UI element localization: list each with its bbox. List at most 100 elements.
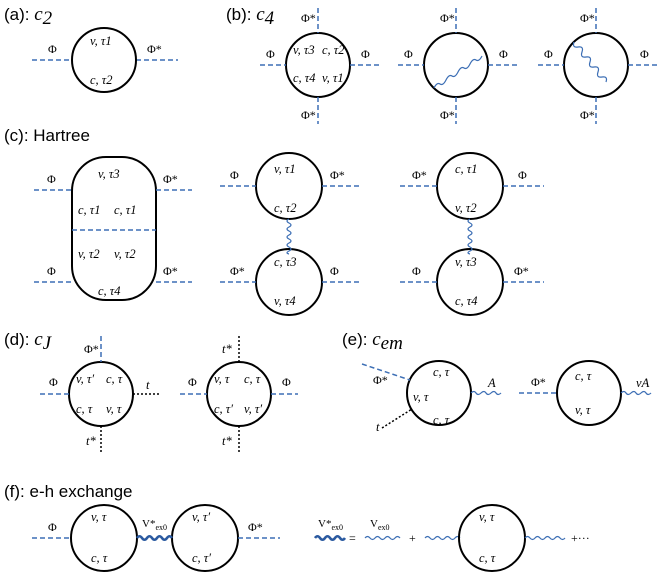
vertex-label: c, τ2	[274, 201, 297, 215]
diagram-b-c4-main: Φ* Φ* Φ Φ v, τ3 c, τ2 c, τ4 v, τ1	[260, 8, 380, 124]
vertex-label: c, τ	[433, 413, 450, 427]
A-label: A	[487, 376, 496, 390]
interaction-wavy-line	[286, 218, 292, 255]
diagram-b-c4-exchange-2: Φ* Φ* Φ Φ	[538, 8, 658, 124]
photon-wavy-line	[470, 390, 502, 396]
phi-label: Φ	[361, 47, 370, 61]
interaction-wavy-line	[467, 218, 473, 255]
vertex-label: c, τ′	[214, 402, 233, 416]
phistar-label: Φ*	[373, 373, 388, 387]
loop-stadium	[71, 156, 157, 301]
vA-label: vA	[636, 376, 650, 390]
loop-circle	[423, 32, 489, 98]
tstar-label: t*	[86, 434, 96, 448]
phistar-label: Φ*	[580, 108, 595, 122]
vertex-label: v, τ′	[192, 510, 210, 524]
vertex-label: c, τ4	[455, 294, 478, 308]
vertex-label: v, τ	[413, 390, 429, 404]
vex0star-label: V*ex0	[318, 518, 343, 532]
panel-d-title: (d): cJ	[4, 329, 53, 354]
phistar-label: Φ*	[440, 11, 455, 25]
vertex-label: c, τ′	[192, 551, 211, 565]
vertex-label: v, τ′	[244, 402, 262, 416]
vertex-label: c, τ	[575, 369, 592, 383]
vertex-label: v, τ	[106, 402, 122, 416]
diagram-d-cj-1: Φ* Φ t t* v, τ′ c, τ c, τ v, τ	[40, 336, 160, 452]
phi-label: Φ	[230, 168, 239, 182]
diagram-c-hartree-bubbles-1: Φ Φ* Φ* Φ v, τ1 c, τ2 c, τ3 v, τ4	[220, 152, 360, 316]
bare-interaction-wavy-left	[424, 535, 461, 541]
vertex-label: c, τ	[244, 372, 261, 386]
panel-c-title: (c): Hartree	[4, 126, 90, 145]
phistar-label: Φ*	[301, 11, 316, 25]
phistar-label: Φ*	[163, 172, 178, 186]
vertex-label: c, τ1	[455, 162, 478, 176]
phistar-label: Φ*	[412, 168, 427, 182]
bare-interaction-wavy-right	[524, 535, 566, 541]
t-leg	[381, 408, 413, 429]
loop-circle	[71, 27, 137, 93]
vertex-label: v, τ3	[455, 255, 477, 269]
vertex-label: v, τ	[214, 372, 230, 386]
vertex-label: v, τ2	[455, 201, 477, 215]
diagram-c-hartree-bubbles-2: Φ* Φ Φ Φ* c, τ1 v, τ2 v, τ3 c, τ4	[400, 152, 544, 316]
vertex-label: c, τ	[433, 365, 450, 379]
vertex-label: v, τ′	[76, 372, 94, 386]
phi-label: Φ	[544, 47, 553, 61]
phistar-label: Φ*	[580, 11, 595, 25]
dressed-interaction-thick-wavy	[313, 534, 347, 542]
vex0star-label: V*ex0	[142, 518, 167, 532]
phi-label: Φ	[47, 172, 56, 186]
exchange-thick-wavy-line	[135, 534, 174, 542]
vertex-label: v, τ1	[274, 162, 296, 176]
vertex-label: v, τ3	[98, 167, 120, 181]
phi-label: Φ	[282, 375, 291, 389]
phistar-leg	[361, 363, 411, 381]
phistar-label: Φ*	[330, 168, 345, 182]
panel-e-title: (e): cem	[342, 329, 403, 354]
phi-label: Φ	[499, 47, 508, 61]
photon-wavy-line	[620, 390, 652, 396]
vertex-label: c, τ	[479, 551, 496, 565]
vex0-label: Vex0	[370, 518, 390, 532]
phi-label: Φ	[48, 520, 57, 534]
vertex-label: v, τ3	[293, 43, 315, 57]
vertex-label: c, τ	[106, 372, 123, 386]
phi-label: Φ	[48, 42, 57, 56]
panel-b-title: (b): c4	[226, 4, 275, 29]
vertex-label: c, τ4	[98, 284, 121, 298]
vertex-label: c, τ1	[114, 203, 137, 217]
phistar-label: Φ*	[147, 42, 162, 56]
plus-dots: +···	[571, 531, 590, 545]
diagram-f-dyson-equation: V*ex0 = Vex0 + v, τ c, τ +···	[313, 504, 590, 572]
phistar-label: Φ*	[230, 264, 245, 278]
diagram-d-cj-2: t* t* Φ Φ v, τ c, τ c, τ′ v, τ′	[180, 336, 298, 452]
phistar-label: Φ*	[440, 108, 455, 122]
interaction-wavy-line	[433, 55, 483, 89]
phistar-label: Φ*	[163, 264, 178, 278]
phistar-label: Φ*	[84, 342, 99, 356]
vertex-label: v, τ	[575, 403, 591, 417]
vertex-label: v, τ2	[78, 247, 100, 261]
vertex-label: c, τ	[91, 551, 108, 565]
phistar-label: Φ*	[248, 520, 263, 534]
vertex-label: c, τ2	[90, 73, 113, 87]
phistar-label: Φ*	[514, 264, 529, 278]
tstar-label: t*	[222, 342, 232, 356]
vertex-label: v, τ	[91, 510, 107, 524]
phi-label: Φ	[330, 264, 339, 278]
diagram-e-cem-1: Φ* t A c, τ v, τ c, τ	[361, 360, 502, 434]
vertex-label: v, τ1	[90, 34, 112, 48]
diagram-c-hartree-stadium: Φ Φ* Φ Φ* v, τ3 c, τ1 c, τ1 v, τ2 v, τ2 …	[34, 156, 192, 301]
vertex-label: v, τ1	[322, 71, 344, 85]
vertex-label: v, τ2	[114, 247, 136, 261]
phi-label: Φ	[188, 375, 197, 389]
vertex-label: v, τ	[479, 510, 495, 524]
phi-label: Φ	[640, 47, 649, 61]
t-label: t	[146, 378, 150, 392]
phi-label: Φ	[404, 47, 413, 61]
panel-f-title: (f): e-h exchange	[4, 482, 133, 501]
vertex-label: c, τ	[76, 402, 93, 416]
diagram-f-exchange: Φ Φ* V*ex0 v, τ c, τ v, τ′ c, τ′	[32, 504, 280, 572]
